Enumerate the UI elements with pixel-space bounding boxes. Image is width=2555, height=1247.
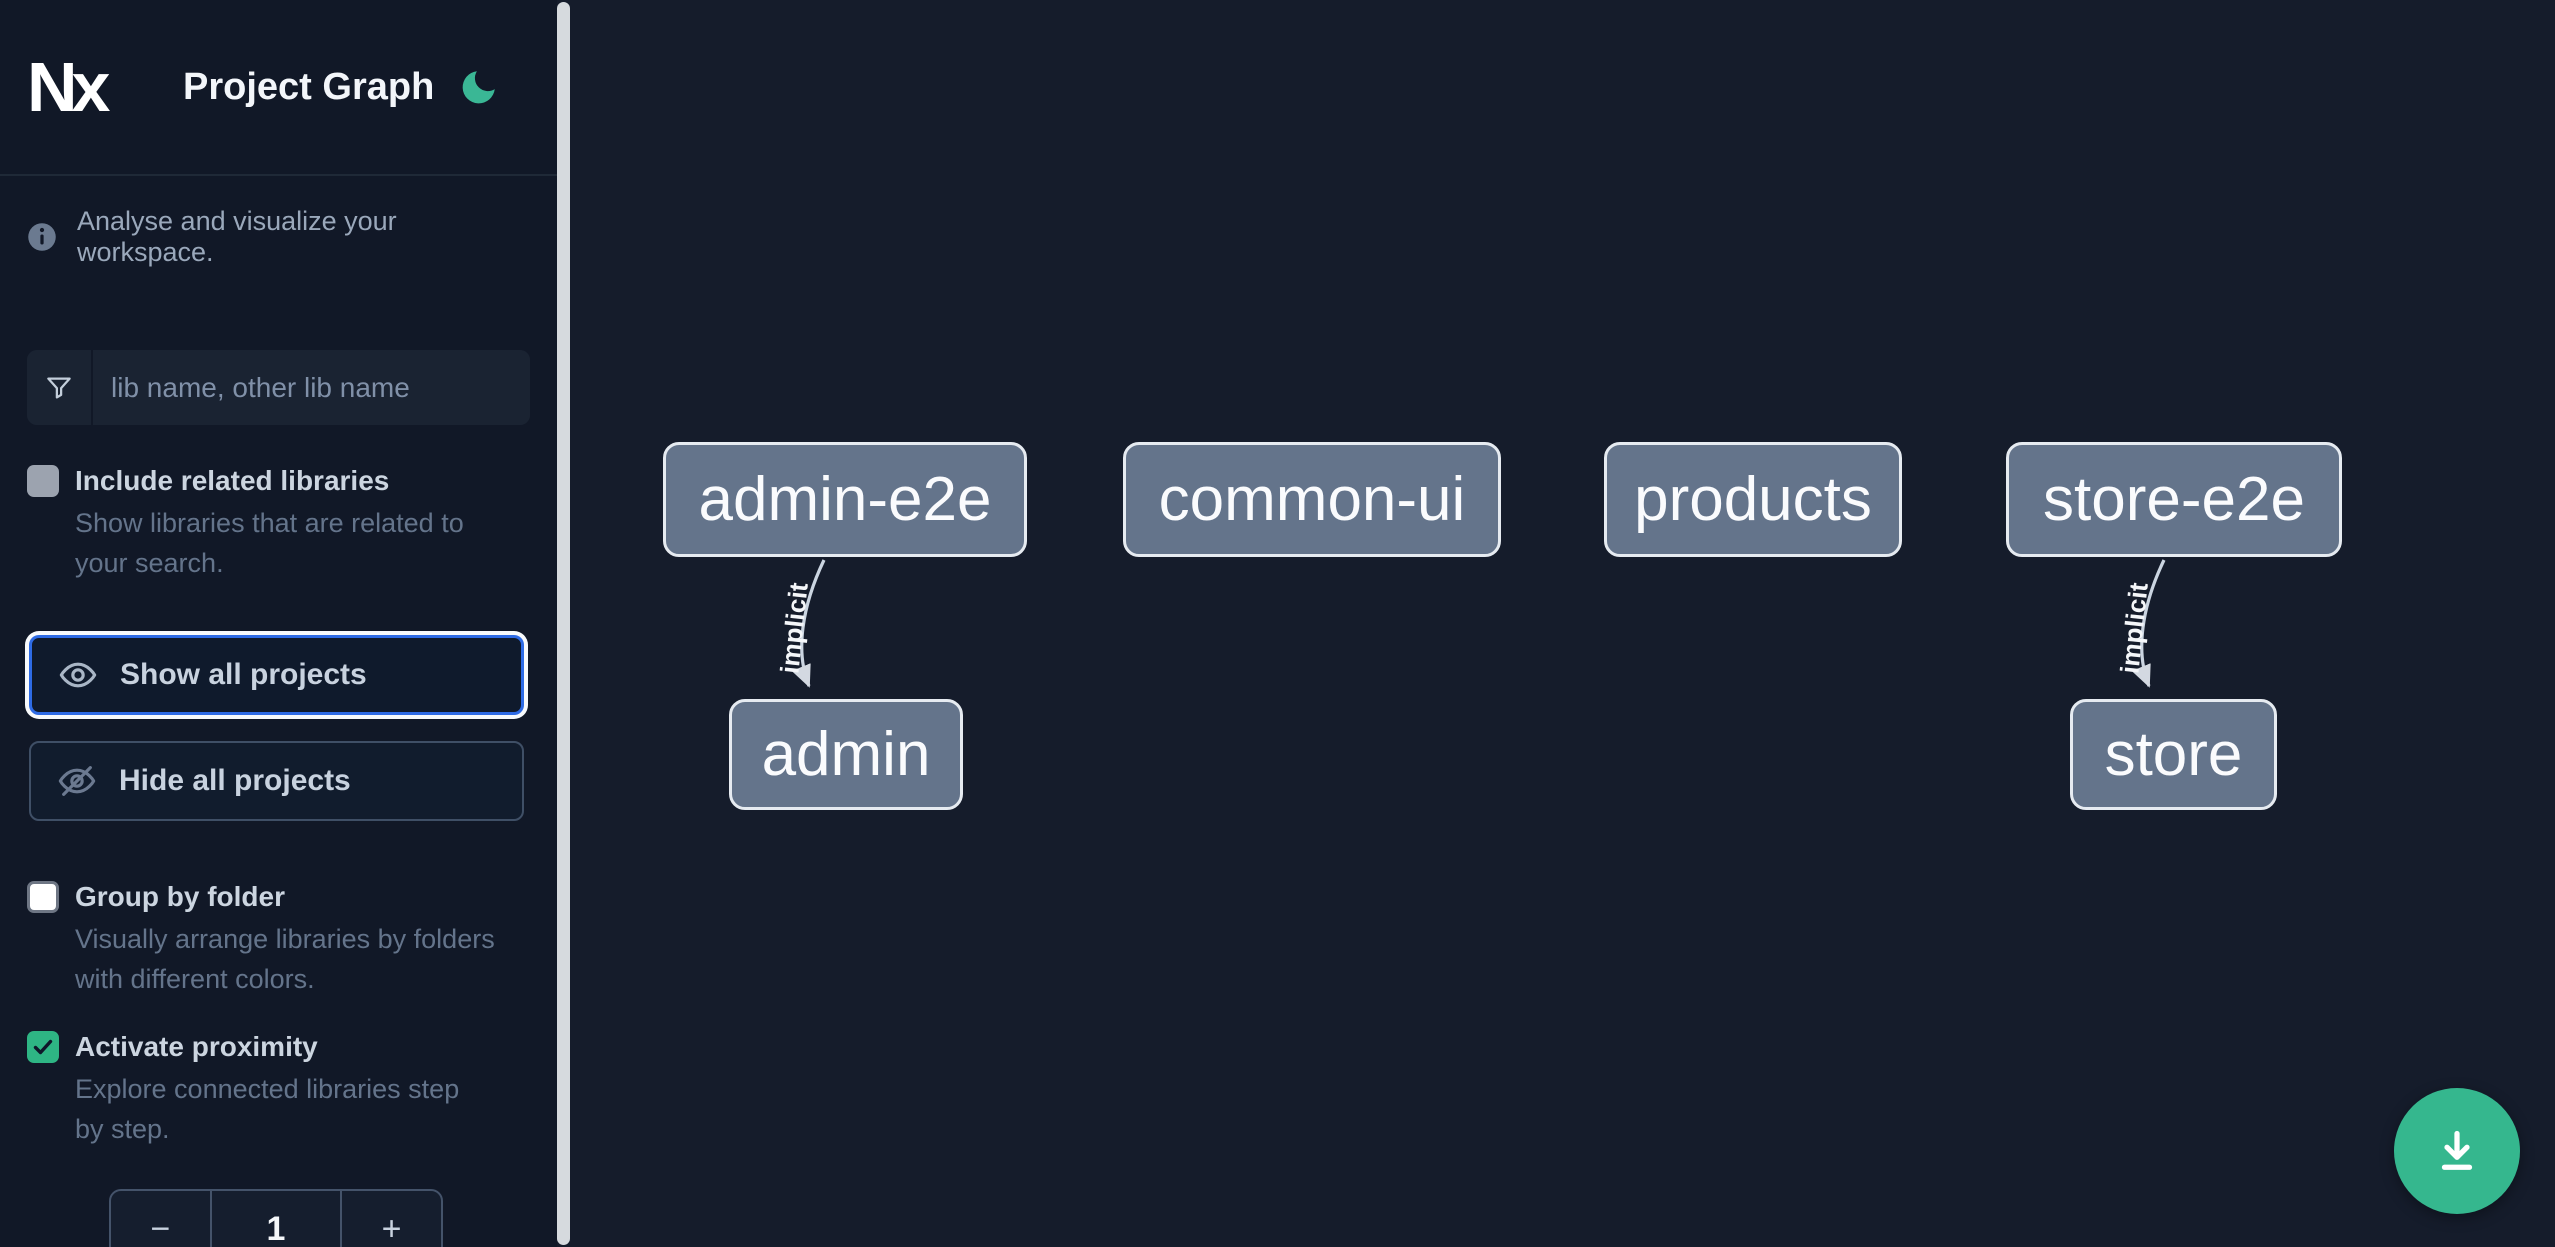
check-icon <box>31 1035 55 1059</box>
nx-logo-text: Nx <box>27 48 111 126</box>
info-icon <box>27 222 57 252</box>
graph-canvas[interactable]: implicit implicit admin-e2e common-ui pr… <box>570 0 2555 1247</box>
filter-icon-box <box>27 350 93 425</box>
option-activate-proximity: Activate proximity Explore connected lib… <box>27 1025 530 1149</box>
checkbox-group-by-folder[interactable] <box>27 881 59 913</box>
edge-label-implicit: implicit <box>774 581 813 675</box>
sidebar: Nx Project Graph Analyse and visualize y… <box>0 0 557 1247</box>
node-admin[interactable]: admin <box>729 699 963 810</box>
edges-svg: implicit implicit <box>774 559 2166 688</box>
show-all-label: Show all projects <box>120 658 367 691</box>
moon-icon <box>458 66 500 108</box>
node-store-e2e[interactable]: store-e2e <box>2006 442 2342 557</box>
edge-store-e2e-store[interactable] <box>2131 559 2166 688</box>
filter-icon <box>44 373 74 403</box>
option-text: Group by folder Visually arrange librari… <box>75 875 495 999</box>
search-input[interactable] <box>93 350 530 425</box>
eye-off-icon <box>57 761 97 801</box>
option-text: Activate proximity Explore connected lib… <box>75 1025 495 1149</box>
edge-admin-e2e-admin[interactable] <box>791 559 826 688</box>
stepper-value: 1 <box>209 1191 343 1247</box>
sidebar-scrollbar[interactable] <box>557 2 570 1245</box>
option-label: Group by folder <box>75 881 285 912</box>
option-description: Explore connected libraries step by step… <box>75 1074 460 1144</box>
option-include-related: Include related libraries Show libraries… <box>27 459 530 583</box>
option-text: Include related libraries Show libraries… <box>75 459 495 583</box>
node-store[interactable]: store <box>2070 699 2277 810</box>
page-title: Project Graph <box>183 65 435 108</box>
option-label: Include related libraries <box>75 465 390 496</box>
option-description: Show libraries that are related to your … <box>75 508 464 578</box>
theme-toggle-button[interactable] <box>457 65 501 109</box>
increment-button[interactable]: + <box>342 1191 441 1247</box>
node-admin-e2e[interactable]: admin-e2e <box>663 442 1027 557</box>
checkbox-activate-proximity[interactable] <box>27 1031 59 1063</box>
hide-all-projects-button[interactable]: Hide all projects <box>29 741 524 821</box>
nx-logo: Nx <box>27 51 127 123</box>
show-all-projects-button[interactable]: Show all projects <box>29 635 524 715</box>
proximity-stepper: − 1 + <box>109 1189 443 1247</box>
checkbox-include-related[interactable] <box>27 465 59 497</box>
download-icon <box>2427 1121 2487 1181</box>
eye-icon <box>58 655 98 695</box>
hide-all-label: Hide all projects <box>119 764 351 797</box>
node-products[interactable]: products <box>1604 442 1902 557</box>
edge-label-implicit: implicit <box>2114 581 2153 675</box>
option-group-by-folder: Group by folder Visually arrange librari… <box>27 875 530 999</box>
download-button[interactable] <box>2394 1088 2520 1214</box>
search-filter <box>27 350 530 425</box>
info-row: Analyse and visualize your workspace. <box>27 206 530 268</box>
sidebar-header: Nx Project Graph <box>0 0 557 176</box>
decrement-button[interactable]: − <box>111 1191 210 1247</box>
node-common-ui[interactable]: common-ui <box>1123 442 1501 557</box>
option-label: Activate proximity <box>75 1031 318 1062</box>
option-description: Visually arrange libraries by folders wi… <box>75 924 495 994</box>
info-text: Analyse and visualize your workspace. <box>77 206 397 267</box>
